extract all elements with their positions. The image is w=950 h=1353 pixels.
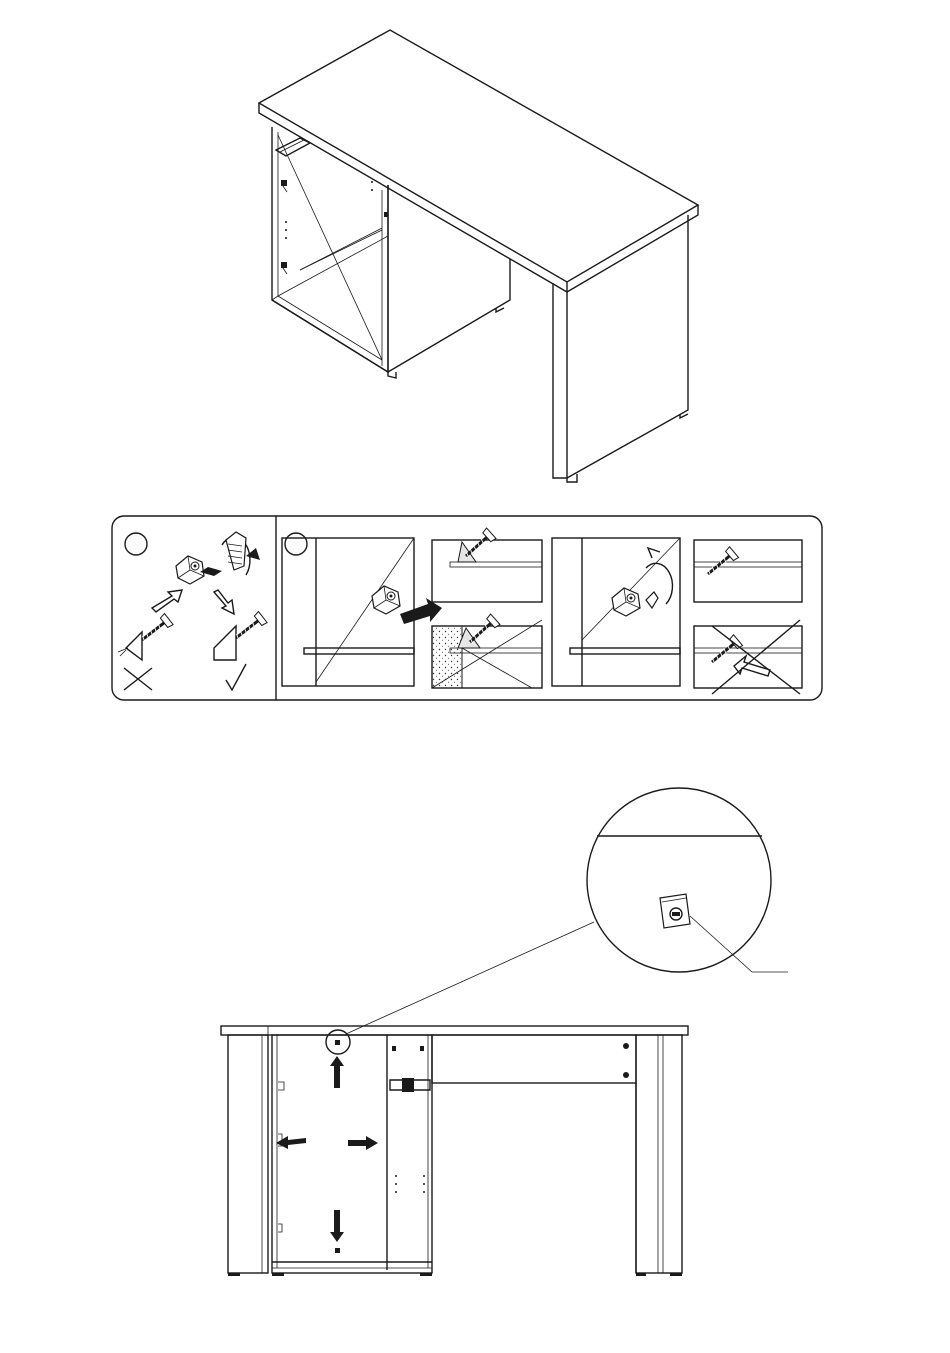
cam-lock-hole — [281, 262, 287, 268]
desktop-front-edge — [259, 103, 567, 292]
cam-lock-step-a — [118, 532, 267, 690]
front-right-leg — [636, 1035, 682, 1273]
cam-lock-detail-icon — [660, 894, 690, 928]
cam-lock-step-b — [282, 528, 802, 694]
right-leg-front — [553, 283, 567, 478]
drawer-runner — [276, 138, 310, 156]
step-marker-b — [285, 533, 307, 555]
cross-mark-icon — [712, 620, 800, 694]
step-marker-a — [125, 533, 147, 555]
cam-lock-detail-callout — [346, 788, 788, 1034]
desk-front-view — [221, 1026, 688, 1276]
desktop-side-edge — [567, 205, 698, 292]
cross-mark-icon — [124, 668, 152, 690]
desktop-top-surface — [259, 30, 698, 282]
solid-arrow-icon — [330, 1056, 344, 1088]
front-modesty-panel — [432, 1035, 636, 1083]
hollow-arrow-icon — [152, 590, 182, 612]
solid-arrow-icon — [348, 1136, 378, 1150]
cam-lock-instruction-strip — [112, 516, 822, 700]
hollow-arrow-icon — [214, 590, 234, 614]
detail-magnifier-circle — [587, 788, 771, 972]
front-desktop — [221, 1026, 688, 1035]
right-leg-side — [567, 215, 688, 478]
solid-arrow-icon — [330, 1210, 344, 1242]
instruction-strip-frame — [112, 516, 822, 700]
desk-isometric-view — [259, 30, 698, 482]
check-mark-icon — [226, 664, 246, 690]
solid-arrow-icon — [276, 1136, 306, 1149]
cam-lock-hole — [281, 180, 287, 186]
front-cabinet — [272, 1035, 432, 1273]
leader-line — [690, 916, 752, 972]
